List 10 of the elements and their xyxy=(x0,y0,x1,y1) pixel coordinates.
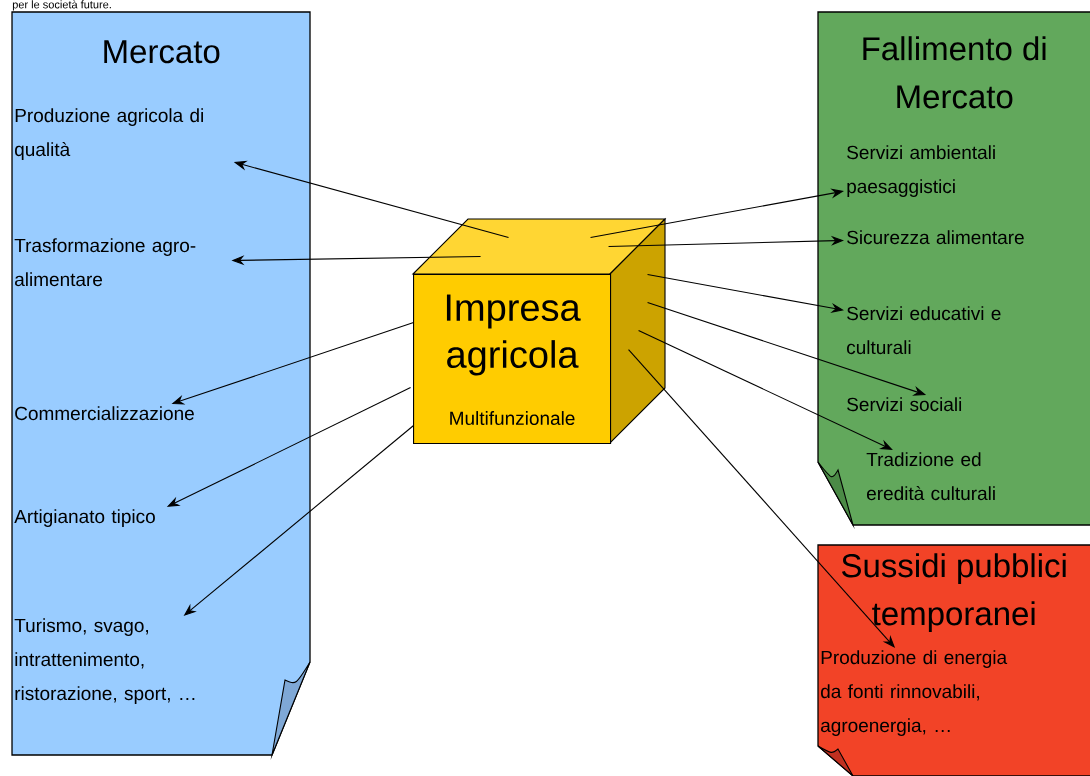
arrow xyxy=(638,330,893,450)
arrow xyxy=(647,274,844,313)
item-text: Commercializzazione xyxy=(15,406,194,421)
arrow xyxy=(590,188,844,239)
item-text: Produzione agricola di qualità xyxy=(15,108,203,160)
caption-text: per le società future. xyxy=(12,0,111,11)
item-text: Artigianato tipico xyxy=(14,509,155,527)
item-text: Trasformazione agro-alimentare xyxy=(14,238,196,287)
item-text: Produzione di energia da fonti rinnovabili, agroenergia, … xyxy=(821,650,1008,736)
item-text: Turismo, svago, intrattenimento, ristorazione, sport, … xyxy=(14,618,195,704)
